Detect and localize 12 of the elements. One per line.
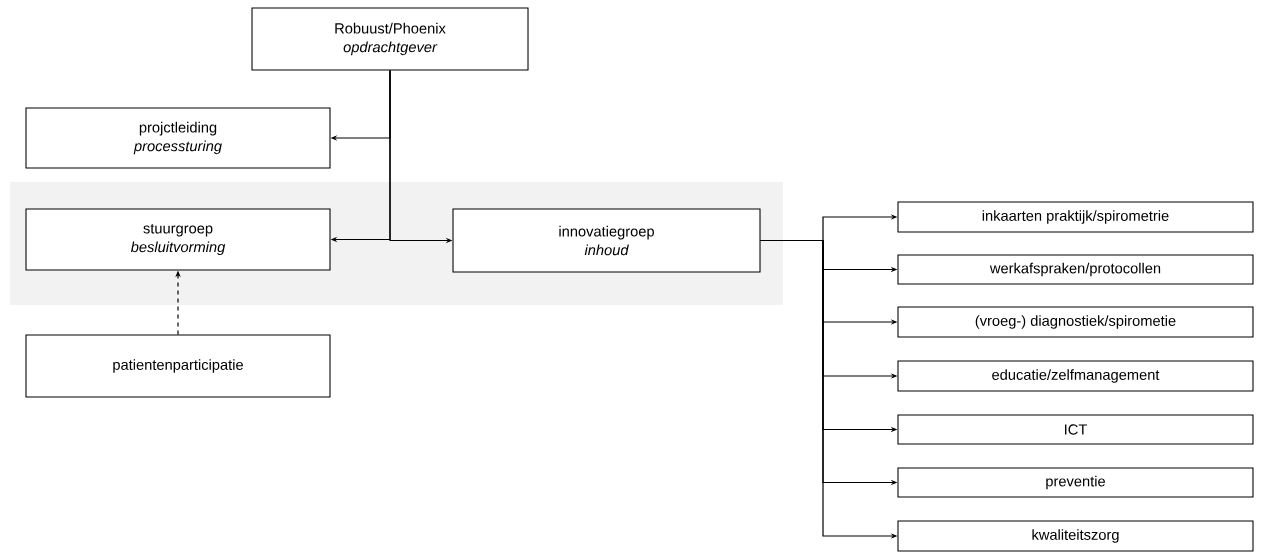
- box: stuurgroep besluitvorming: [25, 208, 331, 271]
- topic-box: kwaliteitszorg: [897, 520, 1254, 552]
- box: Robuust/Phoenix opdrachtgever: [251, 7, 529, 71]
- topic-box: preventie: [897, 467, 1254, 498]
- topic-box: inkaarten praktijk/spirometrie: [897, 201, 1254, 233]
- topic-box: (vroeg-) diagnostiek/spirometie: [897, 306, 1254, 338]
- box: innovatiegroep inhoud: [452, 208, 761, 273]
- topic-box: educatie/zelfmanagement: [897, 360, 1254, 392]
- box: patientenparticipatie: [25, 334, 331, 398]
- topic-box: ICT: [897, 414, 1254, 445]
- topic-box: werkafspraken/protocollen: [897, 254, 1254, 285]
- box: projctleiding processturing: [25, 107, 331, 169]
